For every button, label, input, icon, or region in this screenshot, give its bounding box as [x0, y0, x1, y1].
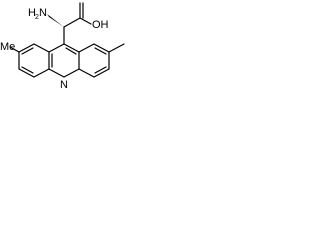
methyl-right-bond	[108, 43, 125, 53]
acridine-central-ring	[48, 43, 80, 78]
acridine-left-ring	[18, 43, 50, 78]
stereo-wedge-bond	[47, 14, 64, 27]
amine-n-label: N	[39, 7, 47, 19]
acridine-right-ring	[78, 43, 110, 78]
molecule-structure: H 2 N OH N	[0, 2, 125, 91]
hydroxyl-bond	[79, 17, 92, 25]
ring-n-label: N	[60, 79, 68, 91]
amine-subscript: 2	[35, 14, 39, 21]
methyl-left-bond	[9, 46, 20, 53]
alpha-carboxyl-bond	[63, 17, 81, 28]
amine-h-label: H	[28, 7, 36, 19]
hydroxyl-label: OH	[92, 19, 109, 31]
methyl-left-label: Me	[0, 41, 15, 53]
